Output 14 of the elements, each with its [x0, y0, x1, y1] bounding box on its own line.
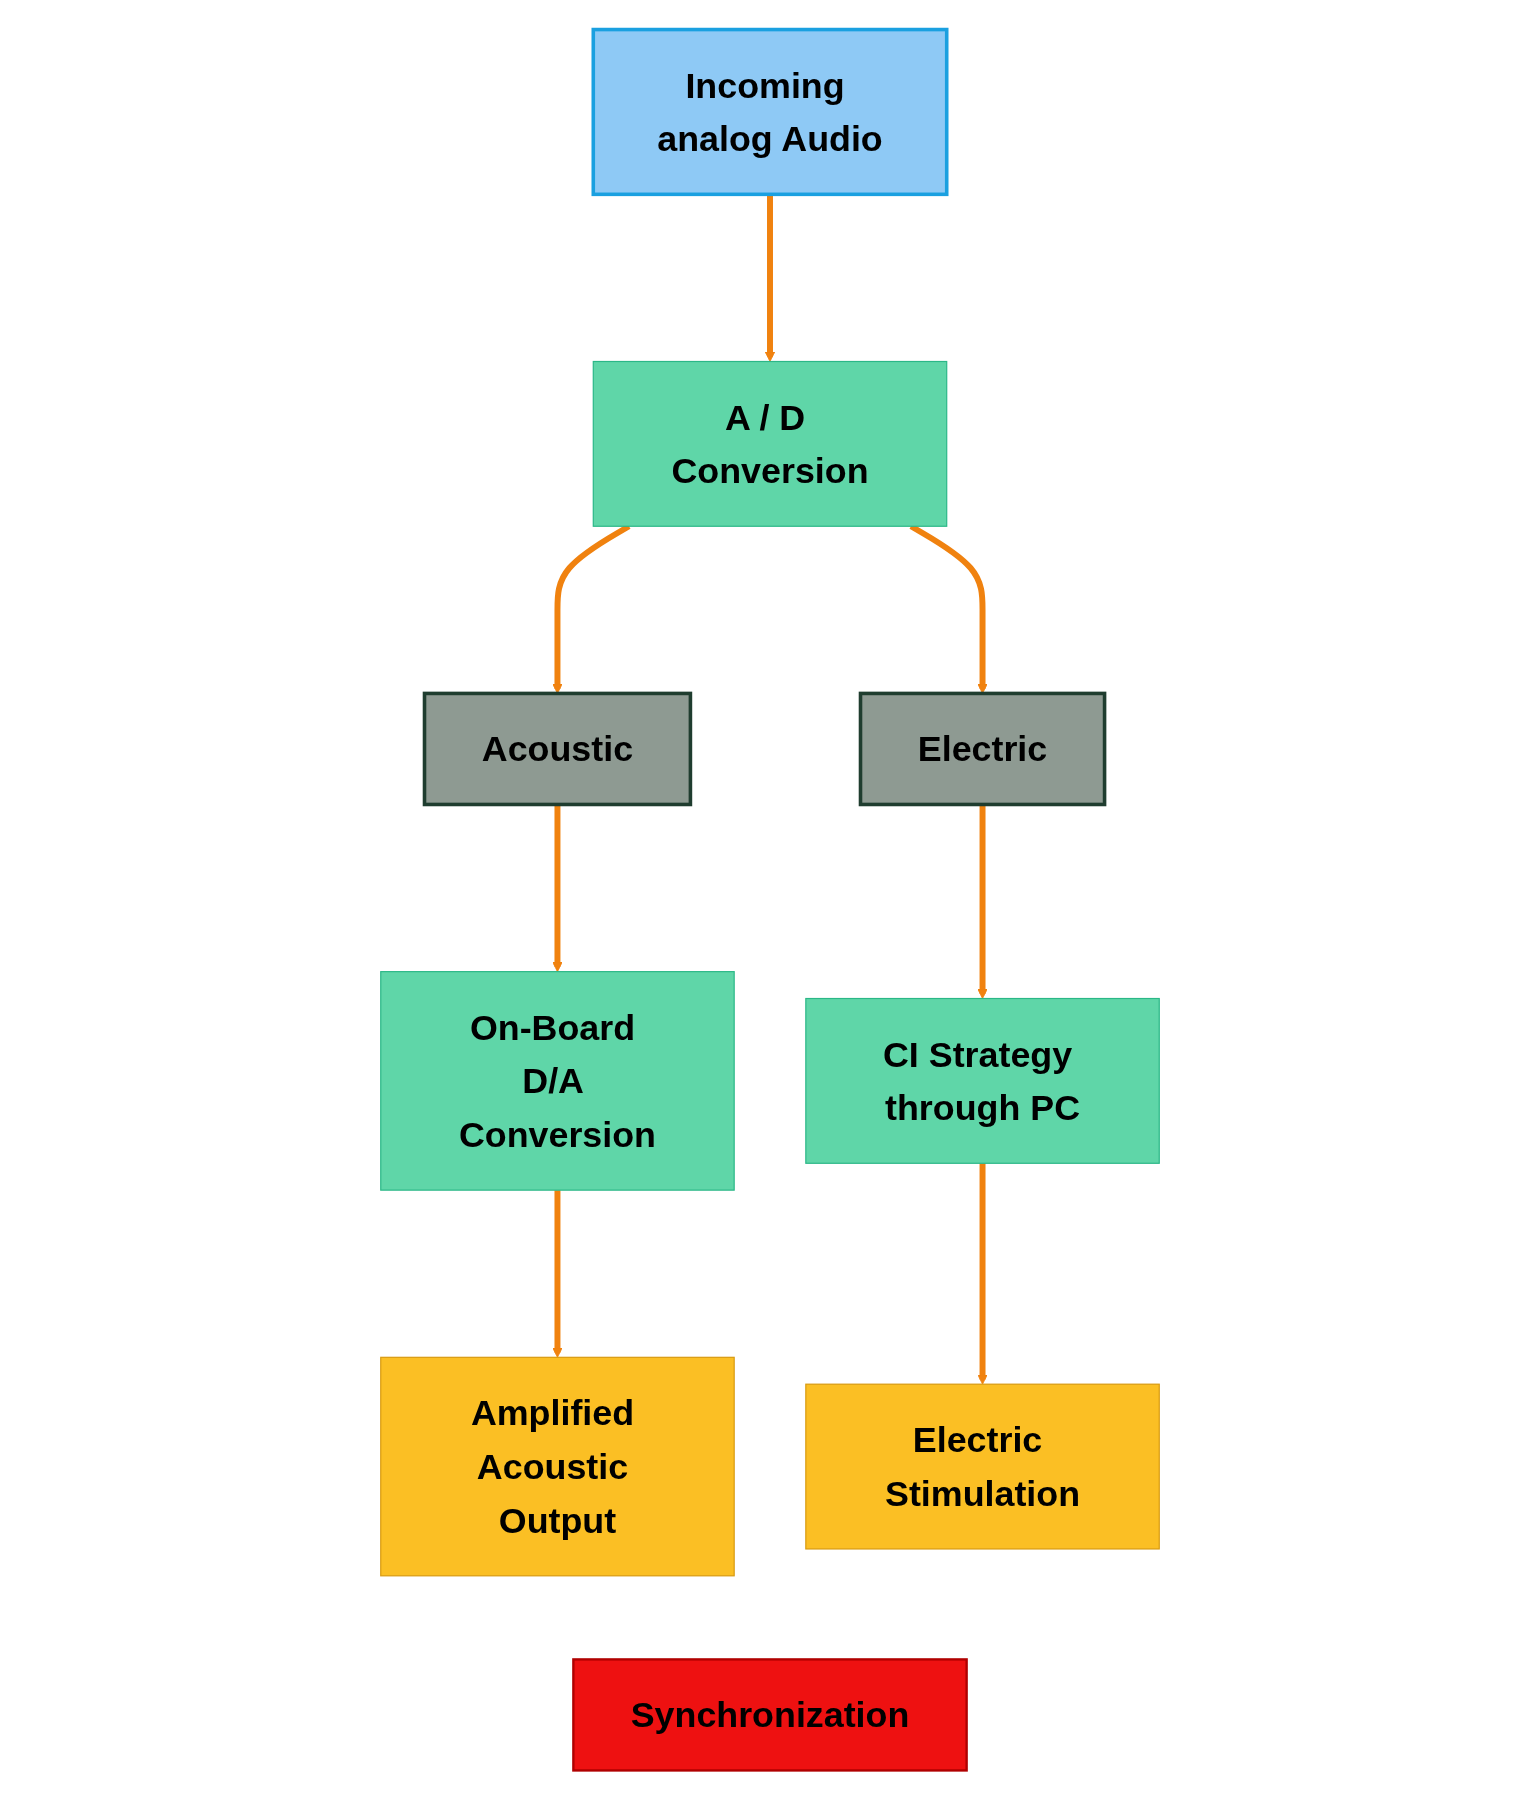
node-box: Acoustic	[422, 691, 693, 806]
node-box: CI Strategy through PC	[805, 997, 1160, 1164]
node-box: Electric	[858, 691, 1107, 806]
arrow	[977, 1162, 988, 1385]
node-box: Electric Stimulation	[805, 1383, 1160, 1550]
node-box: Amplified Acoustic Output	[380, 1356, 735, 1576]
node-box: Synchronization	[572, 1657, 968, 1772]
arrow	[977, 804, 988, 999]
node-box: A / D Conversion	[592, 360, 948, 527]
arrow	[552, 1189, 563, 1358]
arrow	[552, 804, 563, 972]
arrow	[764, 193, 776, 362]
node-box: Incoming analog Audio	[591, 27, 949, 196]
node-box: On-Board D/A Conversion	[380, 970, 735, 1191]
